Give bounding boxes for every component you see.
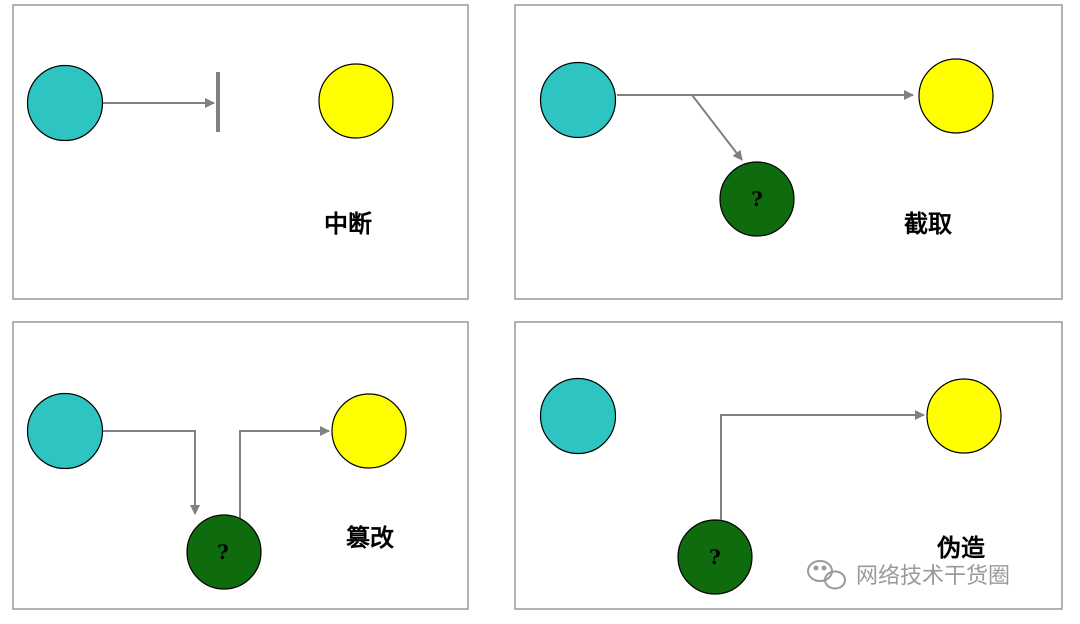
source-node: [26, 392, 104, 470]
attacker-label: ?: [217, 540, 229, 564]
to-attacker-arrow: [103, 430, 200, 515]
destination-node: [926, 378, 1002, 454]
tap-arrow: [691, 94, 743, 161]
watermark: 网络技术干货圈: [807, 560, 1010, 590]
panel-frame: [514, 321, 1063, 610]
destination-node: [918, 58, 994, 134]
panel-interrupt: 中断: [12, 4, 469, 300]
source-node: [26, 64, 104, 142]
caption-interrupt: 中断: [324, 210, 372, 238]
attacker-node: [186, 514, 262, 590]
caption-intercept: 截取: [904, 210, 952, 238]
panel-modify: ? 篡改: [12, 321, 469, 610]
source-node: [539, 377, 617, 455]
watermark-text: 网络技术干货圈: [856, 564, 1010, 589]
caption-modify: 篡改: [346, 524, 394, 552]
panel-intercept: ? 截取: [514, 4, 1063, 300]
panel-frame: [12, 4, 469, 300]
attacker-node: [719, 161, 795, 237]
panel-frame: [514, 4, 1063, 300]
wechat-icon: [807, 560, 846, 590]
attacker-label: ?: [751, 187, 763, 211]
panel-fabricate: ? 伪造: [514, 321, 1063, 610]
forged-arrow: [720, 410, 925, 520]
attacker-node: [677, 519, 753, 595]
destination-node: [318, 63, 394, 139]
destination-node: [331, 393, 407, 469]
to-destination-arrow: [239, 426, 330, 522]
caption-fabricate: 伪造: [936, 534, 985, 562]
attacker-label: ?: [709, 545, 721, 569]
source-node: [539, 61, 617, 139]
